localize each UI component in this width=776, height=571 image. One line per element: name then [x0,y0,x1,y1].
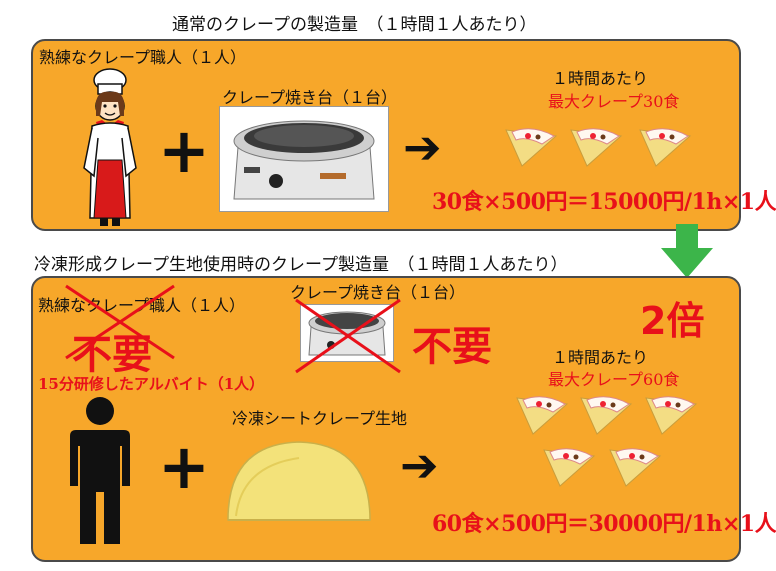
crepe-icon [606,444,664,488]
section2-max-label: 最大クレープ60食 [548,370,680,389]
cross-out-icon [292,296,404,376]
section2-equation: 60食×500円＝30000円/1h×1人 [432,511,776,537]
crepe-icon [567,124,625,168]
crepe-sheet-image [224,436,374,526]
plus-icon: + [158,114,210,187]
not-needed-label: 不要 [412,324,492,370]
right-arrow-icon: ➔ [400,438,439,492]
section1-chef-label: 熟練なクレープ職人（１人） [39,48,247,67]
crepe-icon [636,124,694,168]
crepe-icon [540,444,598,488]
not-needed-label: 不要 [72,332,152,378]
cross-out-icon [62,282,178,362]
double-label: 2倍 [640,299,705,343]
chef-figure [78,68,142,228]
section2-machine-label: クレープ焼き台（１台） [290,283,466,302]
crepe-icon [642,392,700,436]
right-arrow-icon: ➔ [403,120,442,174]
person-silhouette-icon [66,396,134,548]
crepe-icon [513,392,571,436]
section2-rate-label: １時間あたり [552,348,649,367]
crepe-machine-image [219,106,389,212]
section1-rate-label: １時間あたり [552,69,649,88]
section1-max-label: 最大クレープ30食 [548,92,680,111]
parttimer-label: 15分研修したアルバイト（1人） [38,375,265,393]
section2-heading: 冷凍形成クレープ生地使用時のクレープ製造量 （１時間１人あたり） [34,255,568,275]
sheet-label: 冷凍シートクレープ生地 [232,409,408,428]
section1-machine-label: クレープ焼き台（１台） [222,88,398,107]
crepe-icon [502,124,560,168]
section1-heading: 通常のクレープの製造量 （１時間１人あたり） [172,15,537,35]
section1-equation: 30食×500円＝15000円/1h×1人 [432,189,776,215]
plus-icon: + [158,430,210,503]
crepe-icon [577,392,635,436]
down-arrow-icon [661,224,713,278]
